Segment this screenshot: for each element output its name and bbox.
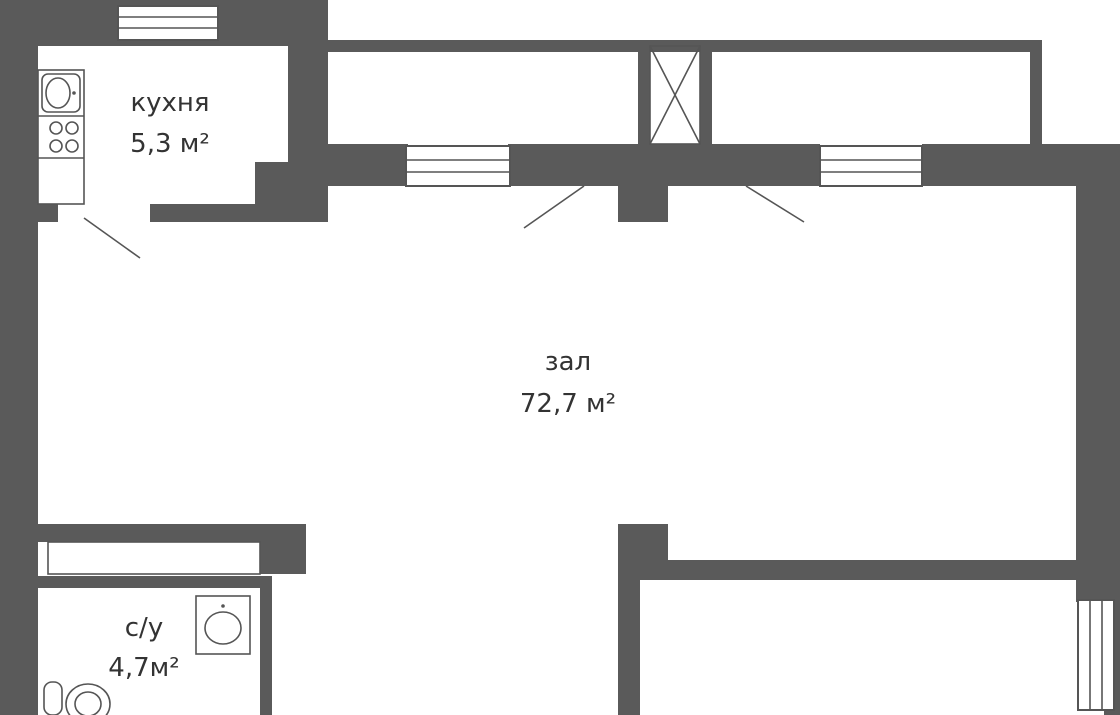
window-hall-right (819, 145, 923, 187)
wall-bath-right (260, 576, 272, 715)
bath-shelf (47, 541, 261, 575)
room-area: 4,7м² (108, 653, 179, 683)
window-hall-left (405, 145, 511, 187)
wall-loggia-right (1030, 40, 1042, 160)
kitchen-counter (37, 69, 85, 205)
door-kitchen (83, 217, 141, 259)
door-loggia-right (745, 185, 805, 223)
wall-left (0, 0, 38, 715)
windows (117, 5, 1115, 711)
window-kitchen (117, 5, 219, 41)
room-label-kitchen: кухня 5,3 м² (130, 88, 210, 159)
loggia-left (330, 52, 638, 144)
door-loggia-left (523, 185, 585, 229)
wall-bath-top (0, 524, 306, 542)
room-label-hall: зал 72,7 м² (520, 347, 616, 419)
wall-center-vertical (618, 524, 640, 715)
window-right-lower (1077, 599, 1115, 711)
wall-hall-top-center-stub (618, 144, 668, 222)
room-name: с/у (125, 613, 163, 643)
toilet-icon (43, 681, 111, 715)
room-name: зал (545, 347, 591, 377)
wall-shaft-right (700, 40, 712, 150)
room-area: 5,3 м² (130, 129, 210, 159)
ventilation-shaft-icon (649, 45, 701, 145)
loggia-right (712, 52, 1030, 144)
wall-shaft-left (638, 40, 650, 150)
washbasin-icon (195, 595, 251, 655)
room-label-bathroom: с/у 4,7м² (108, 613, 179, 683)
wall-kitchen-notch (255, 162, 328, 222)
sink-icon (41, 73, 81, 113)
wall-kitchen-bottom-left (0, 204, 58, 222)
doors (83, 185, 805, 259)
wall-hall-top-mid-right (746, 144, 820, 186)
wall-bath-top-stub (260, 524, 306, 574)
wall-hall-top-mid-left (508, 144, 588, 186)
stove-icon (49, 121, 79, 153)
wall-hall-top-left (328, 144, 408, 186)
wall-lower-right-top (618, 560, 1120, 580)
room-name: кухня (130, 88, 209, 118)
room-area: 72,7 м² (520, 389, 616, 419)
wall-bath-inner-top (0, 576, 270, 588)
